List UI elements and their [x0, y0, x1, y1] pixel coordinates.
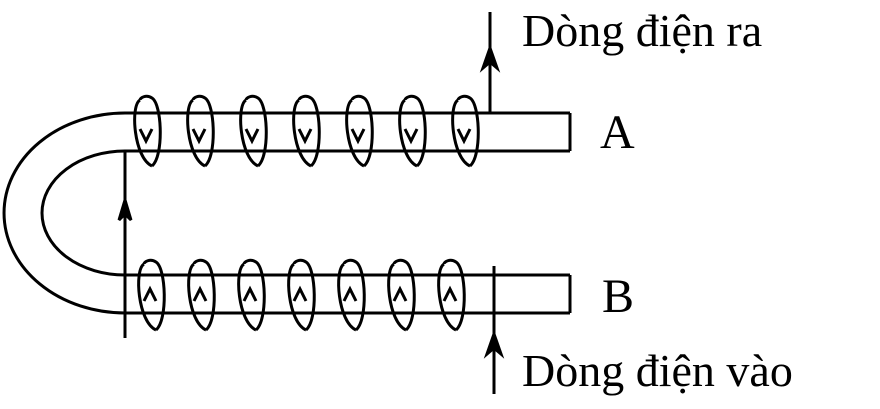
- top-coil-arrow-icon: [138, 128, 154, 145]
- connecting-wire: [117, 151, 133, 338]
- u-shaped-core: [2, 111, 572, 315]
- top-coil-turn: [186, 94, 215, 168]
- bottom-coil-arrow-icon: [242, 285, 258, 302]
- end-b-label: B: [602, 270, 634, 323]
- bottom-coil-turn: [437, 258, 466, 332]
- top-coil-arrow-icon: [191, 128, 207, 145]
- top-coil-turn: [239, 94, 268, 168]
- top-coil: [133, 94, 480, 168]
- bottom-coil-arrow-icon: [192, 285, 208, 302]
- top-coil-arrow-icon: [350, 128, 366, 145]
- current-in-label: Dòng điện vào: [522, 345, 793, 396]
- core-inner-edge: [40, 149, 570, 277]
- bottom-coil-arrow-icon: [392, 285, 408, 302]
- core-outer-edge: [2, 111, 570, 315]
- end-a-label: A: [600, 106, 635, 159]
- top-coil-turn: [292, 94, 321, 168]
- current-out-label: Dòng điện ra: [522, 5, 762, 56]
- bottom-coil: [137, 258, 466, 332]
- current-in-arrow-icon: [483, 329, 505, 359]
- top-coil-arrow-icon: [403, 128, 419, 145]
- top-coil-arrow-icon: [297, 128, 313, 145]
- bottom-coil-arrow-icon: [442, 285, 458, 302]
- connecting-wire-arrow-icon: [117, 194, 133, 222]
- top-coil-arrow-icon: [456, 128, 472, 145]
- top-coil-arrow-icon: [244, 128, 260, 145]
- bottom-coil-arrow-icon: [142, 285, 158, 302]
- bottom-coil-turn: [387, 258, 416, 332]
- top-coil-turn: [451, 94, 480, 168]
- bottom-coil-turn: [137, 258, 166, 332]
- top-coil-turn: [133, 94, 162, 168]
- bottom-coil-turn: [287, 258, 316, 332]
- bottom-coil-arrow-icon: [292, 285, 308, 302]
- current-in-lead: [483, 266, 505, 394]
- top-coil-turn: [398, 94, 427, 168]
- bottom-coil-turn: [237, 258, 266, 332]
- top-coil-turn: [345, 94, 374, 168]
- bottom-coil-turn: [337, 258, 366, 332]
- bottom-coil-turn: [187, 258, 216, 332]
- bottom-coil-arrow-icon: [342, 285, 358, 302]
- current-out-arrow-icon: [479, 43, 501, 73]
- current-out-lead: [479, 12, 501, 113]
